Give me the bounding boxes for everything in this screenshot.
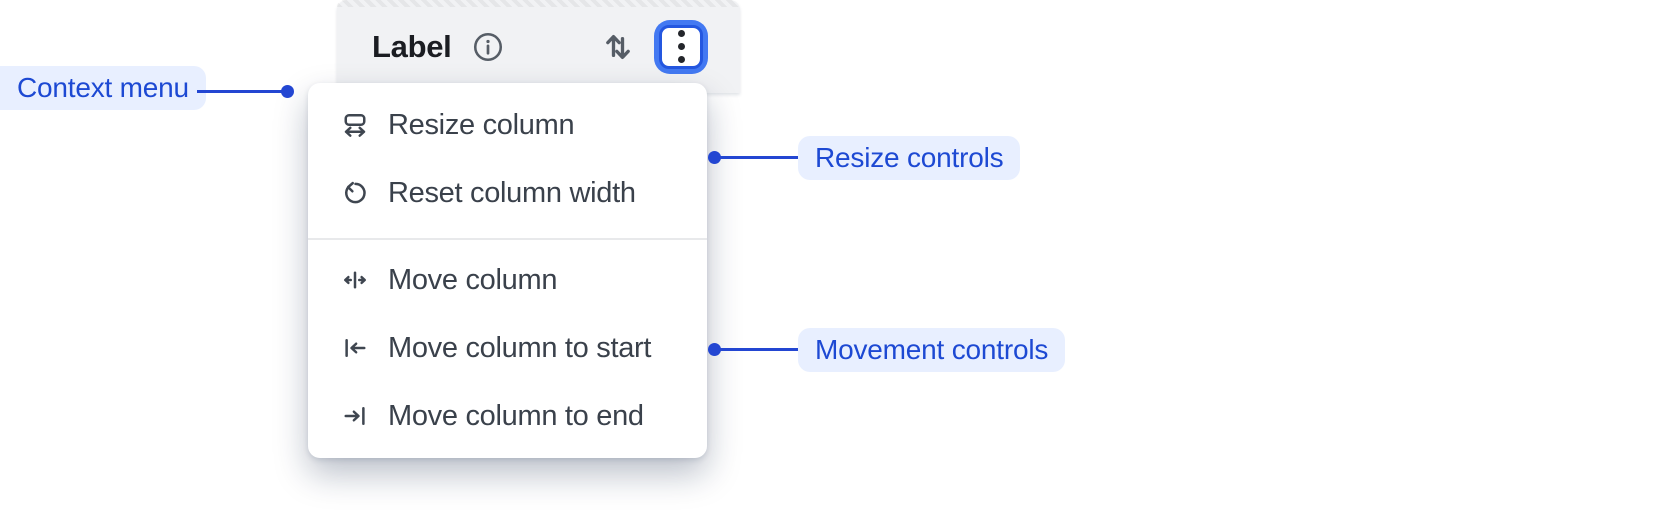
menu-item-label: Move column to end — [388, 399, 644, 432]
menu-item-move-column[interactable]: Move column — [308, 246, 707, 314]
menu-item-label: Move column — [388, 263, 558, 296]
more-options-button[interactable] — [659, 24, 703, 69]
menu-item-label: Move column to start — [388, 331, 652, 364]
menu-item-resize-column[interactable]: Resize column — [308, 91, 707, 159]
move-column-icon — [340, 265, 370, 295]
annotation-connector-dot — [708, 151, 721, 164]
annotation-connector-line — [197, 90, 287, 93]
menu-item-label: Resize column — [388, 108, 575, 141]
column-header[interactable]: Label — [337, 0, 740, 93]
info-circle-icon[interactable] — [471, 30, 505, 64]
menu-item-label: Reset column width — [388, 176, 636, 209]
kebab-menu-icon — [677, 30, 685, 37]
sort-arrows-icon — [606, 34, 630, 59]
menu-item-reset-column-width[interactable]: Reset column width — [308, 159, 707, 227]
column-title: Label — [372, 28, 452, 64]
annotation-connector-line — [714, 156, 798, 159]
sort-button[interactable] — [598, 27, 638, 67]
menu-item-move-column-to-start[interactable]: Move column to start — [308, 314, 707, 382]
annotation-label: Movement controls — [798, 328, 1066, 372]
resize-column-icon — [340, 110, 370, 140]
annotation-label: Context menu — [0, 66, 206, 110]
annotation-label: Resize controls — [798, 136, 1021, 180]
move-to-start-icon — [340, 333, 370, 363]
menu-divider — [308, 238, 707, 240]
menu-item-move-column-to-end[interactable]: Move column to end — [308, 382, 707, 450]
reset-width-icon — [340, 178, 370, 208]
move-to-end-icon — [340, 401, 370, 431]
annotation-connector-line — [714, 348, 798, 351]
focus-ring — [654, 19, 708, 74]
annotation-connector-dot — [281, 85, 294, 98]
context-menu: Resize column Reset column width Move co… — [308, 83, 707, 458]
annotation-connector-dot — [708, 343, 721, 356]
